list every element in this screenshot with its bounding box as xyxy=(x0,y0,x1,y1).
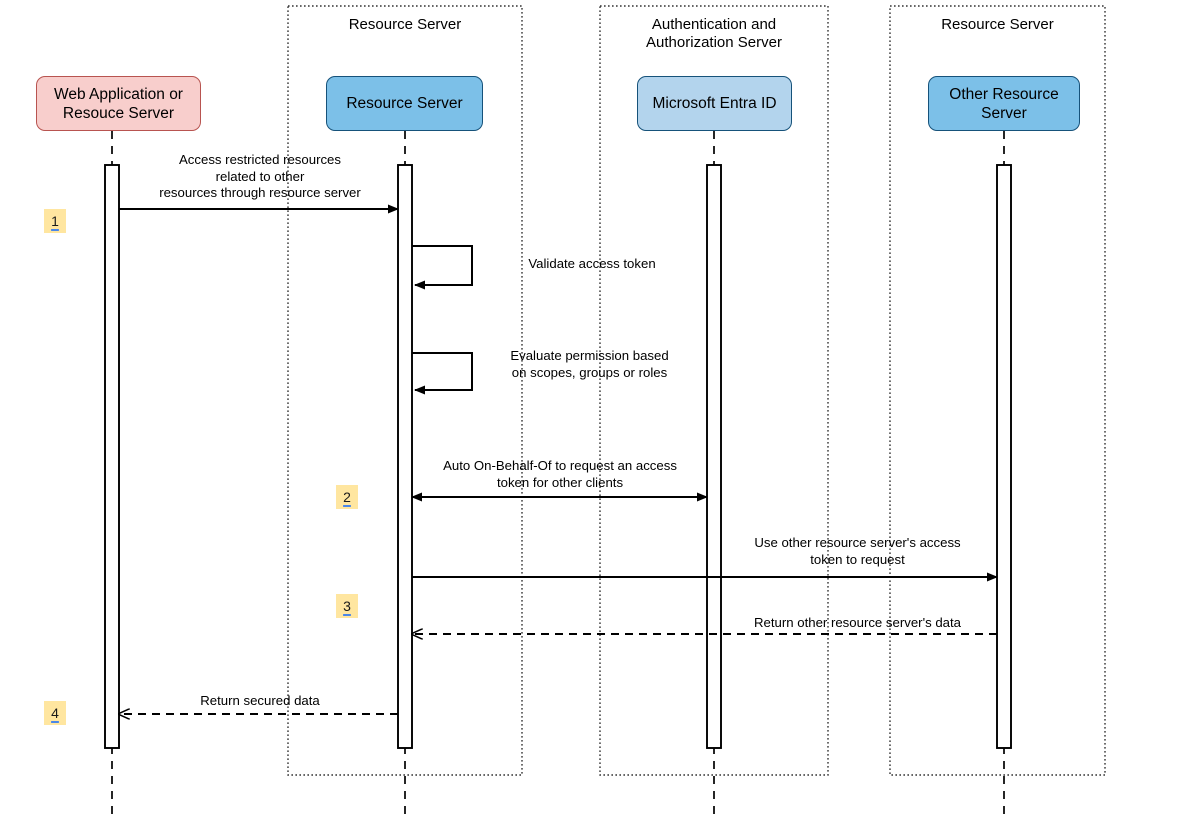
message-label-m5: Use other resource server's access token… xyxy=(754,535,961,567)
participant-box-p4[interactable]: Other Resource Server xyxy=(928,76,1080,131)
step-badge-number: 3 xyxy=(343,598,351,614)
message-label-m2: Validate access token xyxy=(528,256,656,271)
step-badge-1[interactable]: 1 xyxy=(44,209,66,233)
message-label-m4: Auto On-Behalf-Of to request an access t… xyxy=(443,458,677,490)
activation-bar-p2 xyxy=(397,164,413,749)
activation-bar-p1 xyxy=(104,164,120,749)
group-box-g2 xyxy=(599,5,829,776)
message-label-m7: Return secured data xyxy=(200,693,320,708)
activation-bar-p4 xyxy=(996,164,1012,749)
message-label-m1: Access restricted resources related to o… xyxy=(159,152,361,200)
step-badge-number: 2 xyxy=(343,489,351,505)
step-badge-number: 1 xyxy=(51,213,59,229)
step-badge-2[interactable]: 2 xyxy=(336,485,358,509)
message-label-m6: Return other resource server's data xyxy=(753,615,962,630)
message-label-m3: Evaluate permission based on scopes, gro… xyxy=(510,348,669,380)
group-label-g3: Resource Server xyxy=(941,16,1054,33)
participant-box-p2[interactable]: Resource Server xyxy=(326,76,483,131)
message-arrow-m3 xyxy=(412,352,473,395)
step-badge-3[interactable]: 3 xyxy=(336,594,358,618)
group-box-g1 xyxy=(287,5,523,776)
step-badge-4[interactable]: 4 xyxy=(44,701,66,725)
group-label-g2: Authentication and Authorization Server xyxy=(646,16,782,51)
participant-box-p3[interactable]: Microsoft Entra ID xyxy=(637,76,792,131)
participant-box-p1[interactable]: Web Application or Resouce Server xyxy=(36,76,201,131)
activation-bar-p3 xyxy=(706,164,722,749)
step-badge-number: 4 xyxy=(51,705,59,721)
message-arrow-m2 xyxy=(412,245,473,290)
group-label-g1: Resource Server xyxy=(348,16,462,33)
